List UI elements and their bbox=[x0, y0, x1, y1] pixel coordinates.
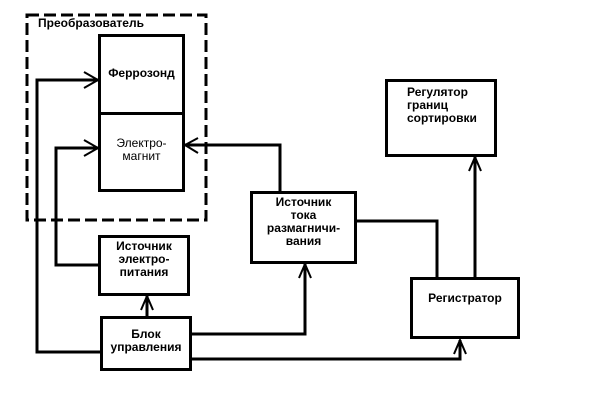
control-unit-label: Блок управления bbox=[110, 327, 182, 354]
ferrozond-label: Феррозонд bbox=[108, 66, 175, 80]
block-ferrozond bbox=[98, 34, 185, 115]
arrowhead-demag bbox=[298, 261, 312, 279]
power-source-label: Источник электро- питания bbox=[116, 239, 172, 279]
block-electromagnet bbox=[98, 112, 185, 192]
converter-group-title: Преобразователь bbox=[38, 16, 144, 30]
arrowhead-electromagnet-right bbox=[182, 137, 199, 154]
block-power-source bbox=[98, 235, 190, 296]
line-control-to-ferrozond bbox=[35, 78, 101, 354]
block-registrator bbox=[410, 277, 520, 339]
block-control-unit bbox=[100, 316, 192, 371]
block-demag-source bbox=[250, 191, 357, 264]
line-demag-to-registrator bbox=[356, 219, 439, 278]
arrowhead-power bbox=[140, 293, 154, 311]
line-demag-to-electromagnet bbox=[185, 143, 282, 192]
converter-group-border bbox=[25, 13, 208, 222]
registrator-label: Регистратор bbox=[428, 291, 502, 305]
arrowhead-regulator bbox=[468, 154, 482, 172]
demag-source-label: Источник тока размагничи- вания bbox=[266, 195, 341, 248]
sort-regulator-label: Регулятор границ сортировки bbox=[407, 85, 477, 125]
arrowhead-registrator bbox=[453, 337, 467, 355]
electromagnet-label: Электро- магнит bbox=[116, 136, 167, 163]
line-control-to-demag bbox=[191, 264, 307, 336]
block-sort-regulator bbox=[385, 79, 497, 157]
line-control-to-registrator bbox=[191, 340, 462, 361]
line-power-to-electromagnet bbox=[54, 146, 99, 267]
